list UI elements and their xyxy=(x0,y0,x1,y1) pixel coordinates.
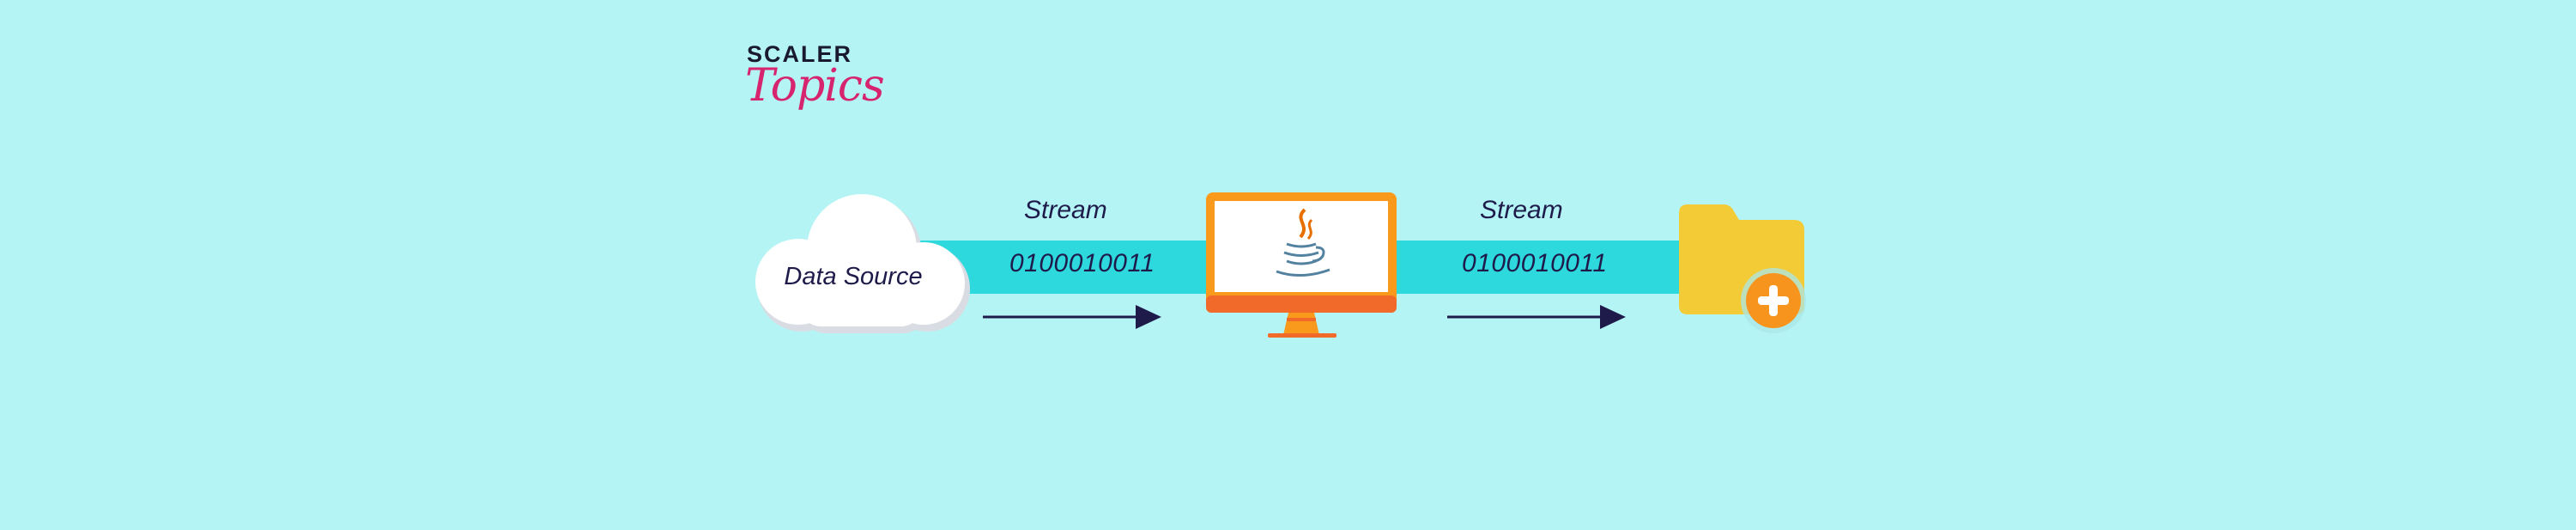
stream-bits-2: 0100010011 xyxy=(1462,249,1608,277)
java-monitor-icon xyxy=(1206,192,1397,338)
folder-add-icon xyxy=(1679,204,1806,333)
stream-label-2: Stream xyxy=(1480,196,1563,224)
stream-bits-1: 0100010011 xyxy=(1009,249,1155,277)
arrow-right-icon xyxy=(1447,305,1626,329)
scaler-topics-logo: SCALER Topics xyxy=(745,41,885,136)
arrow-right-icon xyxy=(983,305,1161,329)
logo-line-2: Topics xyxy=(745,60,885,112)
cloud-icon xyxy=(755,194,970,333)
data-source-label: Data Source xyxy=(784,263,923,290)
stream-band-2 xyxy=(1391,241,1682,294)
stream-label-1: Stream xyxy=(1024,196,1107,224)
logo-line-1: SCALER xyxy=(747,41,853,67)
